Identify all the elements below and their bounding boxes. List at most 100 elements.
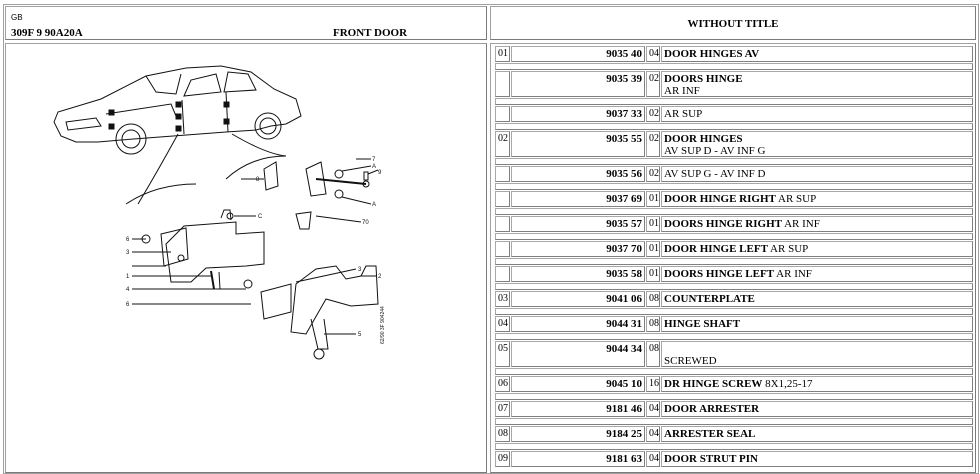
description-detail: AR INF [664,85,700,97]
description-detail: AR INF [781,218,820,230]
part-quantity: 04 [646,451,660,467]
item-number: 01 [495,46,510,62]
part-reference: 9037 69 [511,191,645,207]
diagram-label: 4 [126,287,130,293]
item-number: 08 [495,426,510,442]
part-description: DOOR HINGES AV [661,46,973,62]
part-quantity: 08 [646,341,660,367]
part-description: DOOR HINGE LEFT AR SUP [661,241,973,257]
page-title: FRONT DOOR [333,27,408,39]
diagram-label: 3 [126,250,130,256]
part-quantity: 04 [646,426,660,442]
part-reference: 9044 34 [511,341,645,367]
item-number: 04 [495,316,510,332]
description-title: COUNTERPLATE [664,293,755,305]
part-description: DOOR HINGE RIGHT AR SUP [661,191,973,207]
description-title: HINGE SHAFT [664,318,741,330]
diagram-label: 8 [256,177,260,183]
diagram-label: A [372,164,376,170]
item-number [495,106,510,122]
part-reference: 9035 56 [511,166,645,182]
row-separator [495,283,973,290]
part-description: DOOR STRUT PIN [661,451,973,467]
description-title: DOOR STRUT PIN [664,453,758,465]
part-quantity: 02 [646,106,660,122]
diagram-drawing: 7 A 9 8 C A 70 6 3 1 4 6 3 2 5 62/90 3F … [53,65,386,360]
row-separator [495,443,973,450]
description-title: DOOR HINGE RIGHT [664,193,776,205]
row-separator [495,123,973,130]
part-quantity: 02 [646,166,660,182]
part-quantity: 08 [646,291,660,307]
diagram-label: 1 [126,274,130,280]
part-description: ARRESTER SEAL [661,426,973,442]
description-detail: AR SUP [767,243,809,255]
item-number [495,71,510,97]
diagram-label: 7 [372,157,376,163]
diagram-label: 3 [358,267,362,273]
diagram-label: 9 [378,170,382,176]
catalog-reference: 309F 9 90A20A [11,27,83,39]
part-reference: 9037 70 [511,241,645,257]
row-separator [495,63,973,70]
description-title: DOOR ARRESTER [664,403,760,415]
item-number [495,266,510,282]
description-text: AV SUP G - AV INF D [664,168,766,180]
part-description: AV SUP G - AV INF D [661,166,973,182]
diagram-label: 2 [378,274,382,280]
part-quantity: 04 [646,401,660,417]
description-detail: AR INF [774,268,812,280]
part-reference: 9045 10 [511,376,645,392]
item-number: 07 [495,401,510,417]
part-reference: 9035 39 [511,71,645,97]
part-description: DOORS HINGE RIGHT AR INF [661,216,973,232]
part-quantity: 02 [646,131,660,157]
item-number [495,191,510,207]
drawing-code: 62/90 3F 904244 [380,306,386,344]
part-quantity: 01 [646,266,660,282]
row-separator [495,368,973,375]
part-reference: 9044 31 [511,316,645,332]
part-description: HINGE SHAFT [661,316,973,332]
diagram-label: C [258,214,263,220]
item-number: 05 [495,341,510,367]
country-code: GB [11,13,23,22]
part-reference: 9037 33 [511,106,645,122]
part-reference: 9181 46 [511,401,645,417]
row-separator [495,258,973,265]
row-separator [495,233,973,240]
part-reference: 9035 40 [511,46,645,62]
item-number: 03 [495,291,510,307]
row-separator [495,208,973,215]
exploded-diagram: 7 A 9 8 C A 70 6 3 1 4 6 3 2 5 62/90 3F … [5,43,487,473]
row-separator [495,158,973,165]
list-title: WITHOUT TITLE [687,18,779,30]
row-separator [495,98,973,105]
hinge-upper-drawing [160,209,265,283]
part-description: SCREWED [661,341,973,367]
description-title: DOORS HINGE RIGHT [664,218,782,230]
item-number [495,241,510,257]
part-quantity: 08 [646,316,660,332]
diagram-label: 6 [126,237,130,243]
diagram-label: A [372,202,376,208]
description-title: ARRESTER SEAL [664,428,756,440]
part-quantity: 01 [646,191,660,207]
list-header: WITHOUT TITLE [490,6,976,40]
part-quantity: 01 [646,241,660,257]
part-quantity: 04 [646,46,660,62]
part-description: DR HINGE SCREW 8X1,25-17 [661,376,973,392]
